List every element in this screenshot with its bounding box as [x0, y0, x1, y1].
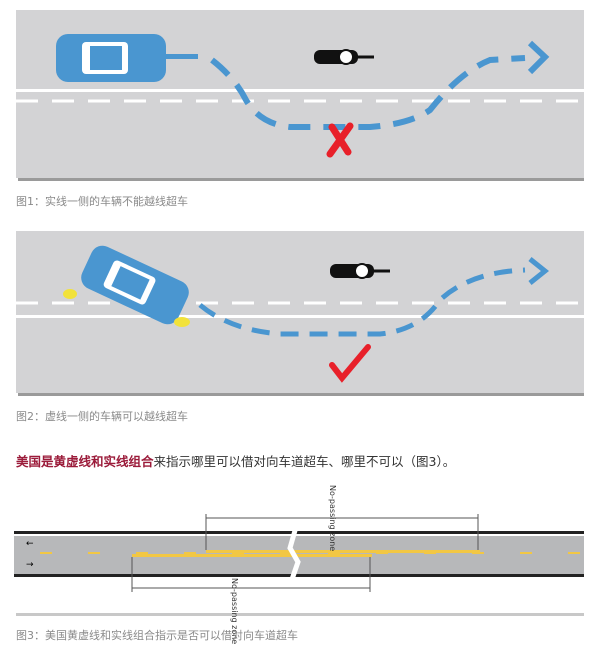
yellow-solid-line-top	[206, 550, 480, 553]
figure-2-illustration	[16, 231, 584, 396]
paragraph-highlight: 美国是黄虚线和实线组合	[16, 454, 154, 469]
motorcycle-icon	[330, 263, 390, 279]
solid-line	[16, 315, 584, 318]
figure-3-caption: 图3：美国黄虚线和实线组合指示是否可以借对向车道超车	[16, 629, 298, 642]
check-icon	[329, 344, 371, 383]
figure-2-caption: 图2：虚线一侧的车辆可以越线超车	[16, 410, 188, 423]
zone-label-bottom: No-passing zone	[230, 578, 239, 644]
car-icon	[56, 34, 198, 82]
car-icon	[81, 245, 189, 325]
path-arrow	[198, 267, 526, 337]
solid-line	[16, 89, 584, 92]
arrowhead-icon	[527, 40, 550, 75]
arrowhead-icon	[528, 257, 550, 285]
paragraph-text: 来指示哪里可以借对向车道超车、哪里不可以（图3）。	[153, 454, 456, 469]
yellow-solid-line-bottom	[132, 554, 372, 557]
paragraph: 美国是黄虚线和实线组合来指示哪里可以借对向车道超车、哪里不可以（图3）。	[16, 451, 455, 470]
cross-icon	[326, 122, 354, 158]
break-mark	[287, 526, 301, 586]
motorcycle-icon	[314, 49, 374, 65]
svg-text:→: →	[26, 560, 34, 570]
svg-text:←: ←	[26, 539, 34, 549]
zone-label-top: No-passing zone	[328, 485, 337, 551]
figure-1-caption: 图1：实线一侧的车辆不能越线超车	[16, 195, 188, 208]
figure-1-illustration	[16, 10, 584, 181]
path-arrow	[210, 55, 526, 130]
